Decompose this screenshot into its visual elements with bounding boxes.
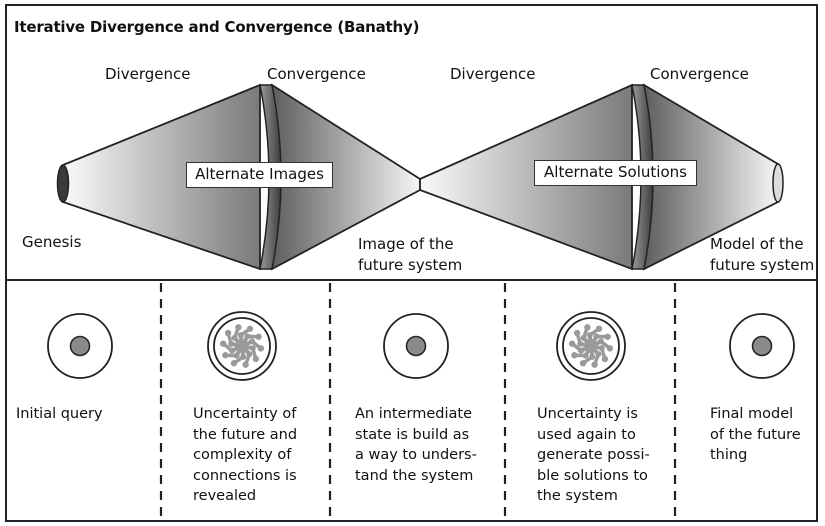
- diagram-title: Iterative Divergence and Convergence (Ba…: [14, 18, 420, 36]
- section-divider: [5, 279, 818, 281]
- uncertainty-solutions-icon: [556, 311, 626, 381]
- model-cap: [772, 163, 784, 203]
- phase-label-divergence-1: Divergence: [105, 65, 191, 83]
- intermediate-state-icon: [383, 313, 449, 379]
- alternate-solutions-box: Alternate Solutions: [534, 160, 697, 186]
- phase-label-divergence-2: Divergence: [450, 65, 536, 83]
- phase-label-convergence-1: Convergence: [267, 65, 366, 83]
- diagram-frame: [5, 4, 818, 522]
- genesis-label: Genesis: [22, 233, 82, 251]
- caption-initial-query: Initial query: [16, 406, 103, 422]
- uncertainty-complexity-icon: [207, 311, 277, 381]
- genesis-cap: [56, 164, 70, 203]
- phase-label-convergence-2: Convergence: [650, 65, 749, 83]
- final-model-icon: [729, 313, 795, 379]
- initial-query-icon: [47, 313, 113, 379]
- alternate-images-box: Alternate Images: [186, 162, 333, 188]
